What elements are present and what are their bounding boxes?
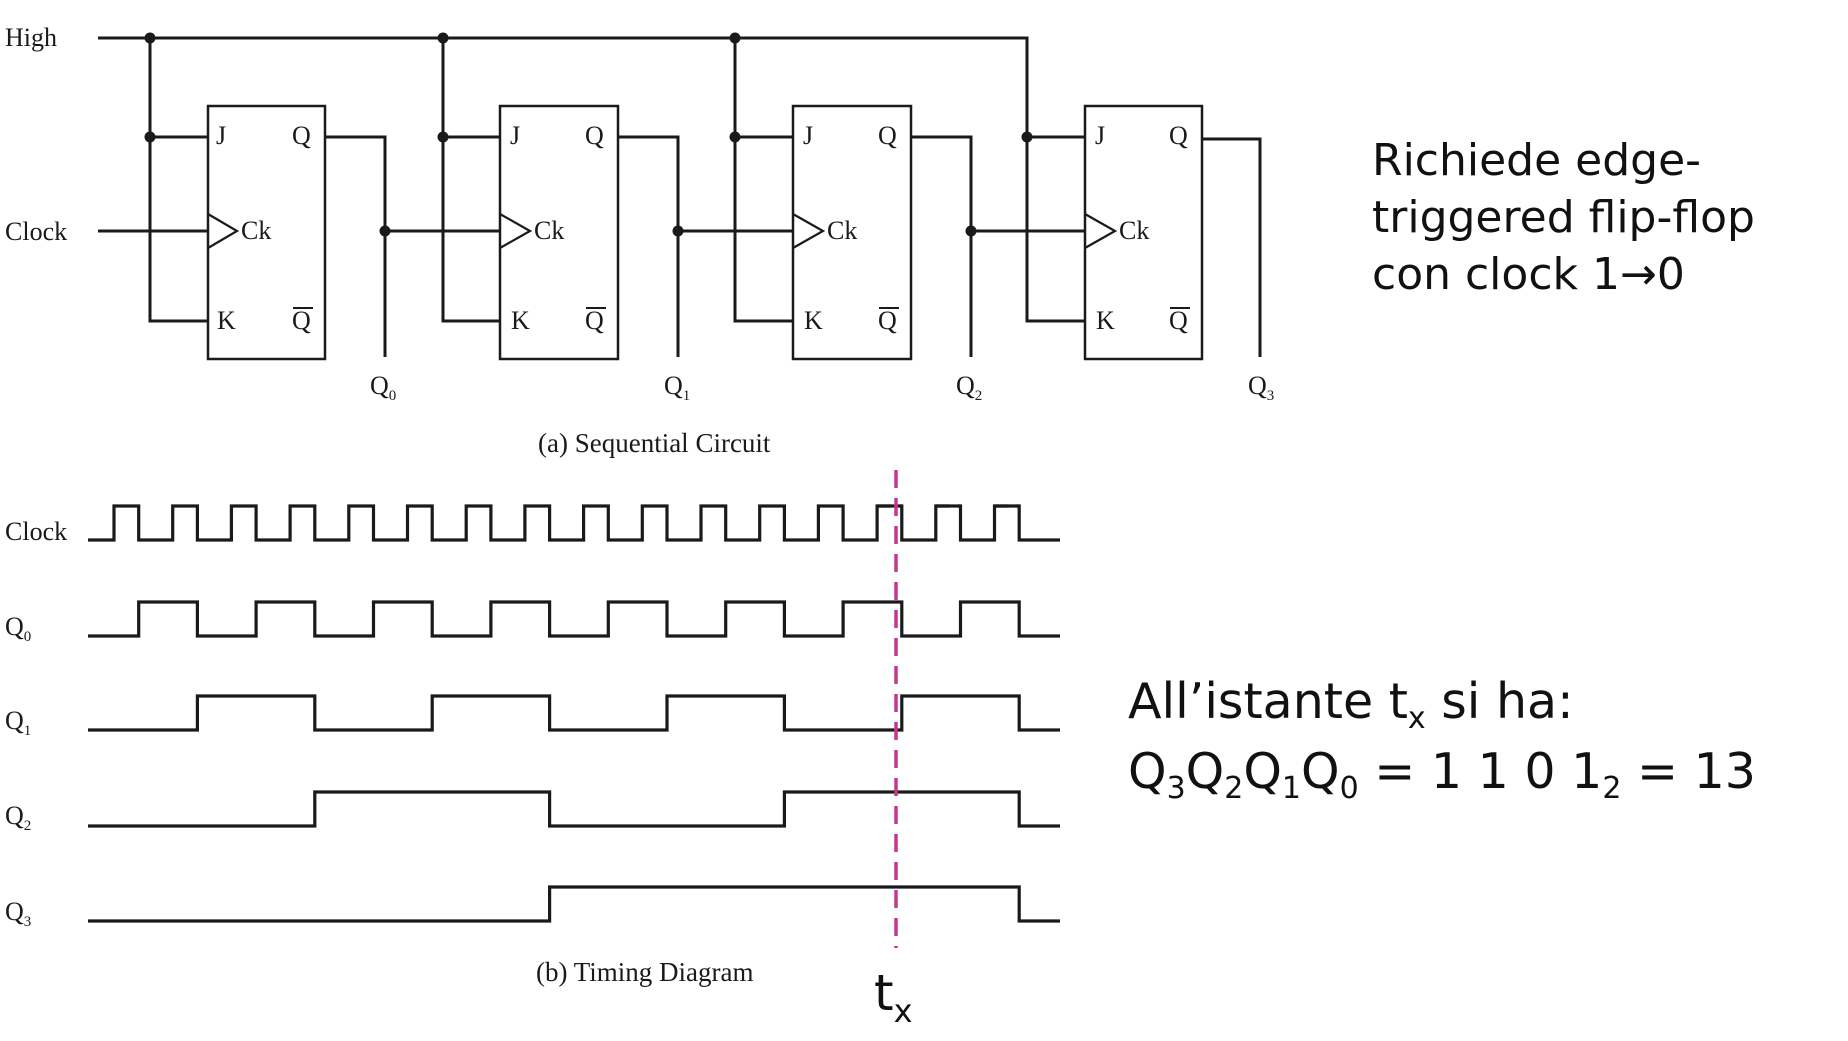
timing-diagram: Clock Q0 Q1 Q2 Q3 tx (b) Timing Diagram <box>5 470 1060 1030</box>
q1-output-label: Q1 <box>664 371 690 404</box>
ff3-body <box>1083 104 1204 361</box>
ff0-qbar-label: Q <box>292 306 311 335</box>
ff0-clock-triangle <box>207 213 240 249</box>
ff3-clock-triangle <box>1084 213 1118 249</box>
ff0-jk-tie <box>148 38 208 323</box>
ff1-junction-j <box>437 131 449 143</box>
note1-line-1: Richiede edge- <box>1372 135 1701 186</box>
clock-waveform <box>88 504 1060 542</box>
flip-flop-0: J Ck K Q Q Q0 <box>144 32 396 404</box>
ff3-q-label: Q <box>1169 121 1188 150</box>
ff2-ck-label: Ck <box>827 216 857 245</box>
flip-flop-2: J Ck K Q Q Q2 <box>678 32 982 404</box>
timing-label-q2: Q2 <box>5 801 31 834</box>
ff0-q-output <box>325 135 387 357</box>
flip-flop-1: J Ck K Q Q Q1 <box>385 32 690 404</box>
ff2-k-label: K <box>804 306 823 335</box>
q0-waveform <box>88 600 1060 638</box>
tx-marker-label: tx <box>874 964 913 1030</box>
timing-label-q1: Q1 <box>5 706 31 739</box>
ff1-clock-triangle <box>499 213 533 249</box>
q1-waveform <box>88 694 1060 732</box>
circuit-caption: (a) Sequential Circuit <box>538 428 771 458</box>
note1-line-2: triggered flip-flop <box>1372 192 1755 243</box>
ff2-qbar-label: Q <box>878 306 897 335</box>
ff3-qbar-label: Q <box>1169 306 1188 335</box>
note-edge-triggered: Richiede edge- triggered flip-flop con c… <box>1372 135 1769 300</box>
ff3-jk-tie <box>1025 135 1085 323</box>
ff2-junction-high <box>729 32 741 44</box>
q2-waveform <box>88 790 1060 828</box>
ff3-k-label: K <box>1096 306 1115 335</box>
ff0-q-label: Q <box>292 121 311 150</box>
ff1-q-label: Q <box>585 121 604 150</box>
sequential-circuit: High Clock J Ck K Q Q Q0 <box>5 23 1274 458</box>
ff1-body <box>498 104 620 361</box>
ff2-j-label: J <box>803 121 813 150</box>
q3-output-label: Q3 <box>1248 371 1274 404</box>
notes: Richiede edge- triggered flip-flop con c… <box>1128 135 1769 806</box>
timing-label-q0: Q0 <box>5 612 31 645</box>
ff0-junction-j <box>144 131 156 143</box>
ff0-j-label: J <box>216 121 226 150</box>
ff1-junction-high <box>437 32 449 44</box>
ff2-body <box>791 104 913 361</box>
ff2-q-label: Q <box>878 121 897 150</box>
clock-label: Clock <box>5 217 67 246</box>
q3-waveform <box>88 885 1060 923</box>
timing-label-q3: Q3 <box>5 897 31 930</box>
timing-label-clock: Clock <box>5 517 67 546</box>
q0-output-label: Q0 <box>370 371 396 404</box>
ff2-q-output <box>911 135 973 357</box>
q2-output-label: Q2 <box>956 371 982 404</box>
ff3-q-output <box>1202 137 1262 357</box>
ff0-junction-high <box>144 32 156 44</box>
high-label: High <box>5 23 57 52</box>
ff1-j-label: J <box>510 121 520 150</box>
ff0-body <box>206 104 327 361</box>
note1-line-3: con clock 1→0 <box>1372 249 1685 300</box>
note-instant-line-1: All’istante tx si ha: <box>1128 673 1574 736</box>
ff1-qbar-label: Q <box>585 306 604 335</box>
ff2-clock-triangle <box>792 213 826 249</box>
ff1-k-label: K <box>511 306 530 335</box>
ff3-j-label: J <box>1095 121 1105 150</box>
timing-caption: (b) Timing Diagram <box>536 957 754 987</box>
ff1-ck-label: Ck <box>534 216 564 245</box>
ff3-ck-label: Ck <box>1119 216 1149 245</box>
note-instant-line-2: Q3Q2Q1Q0 = 1 1 0 12 = 13 <box>1128 743 1756 806</box>
flip-flop-3: J Ck K Q Q Q3 <box>971 104 1274 404</box>
ff0-k-label: K <box>217 306 236 335</box>
ff1-jk-tie <box>441 38 500 323</box>
ff0-ck-label: Ck <box>241 216 271 245</box>
ff2-junction-j <box>729 131 741 143</box>
ff2-jk-tie <box>733 38 793 323</box>
ff3-junction-j <box>1021 131 1033 143</box>
ff1-q-output <box>618 135 680 357</box>
